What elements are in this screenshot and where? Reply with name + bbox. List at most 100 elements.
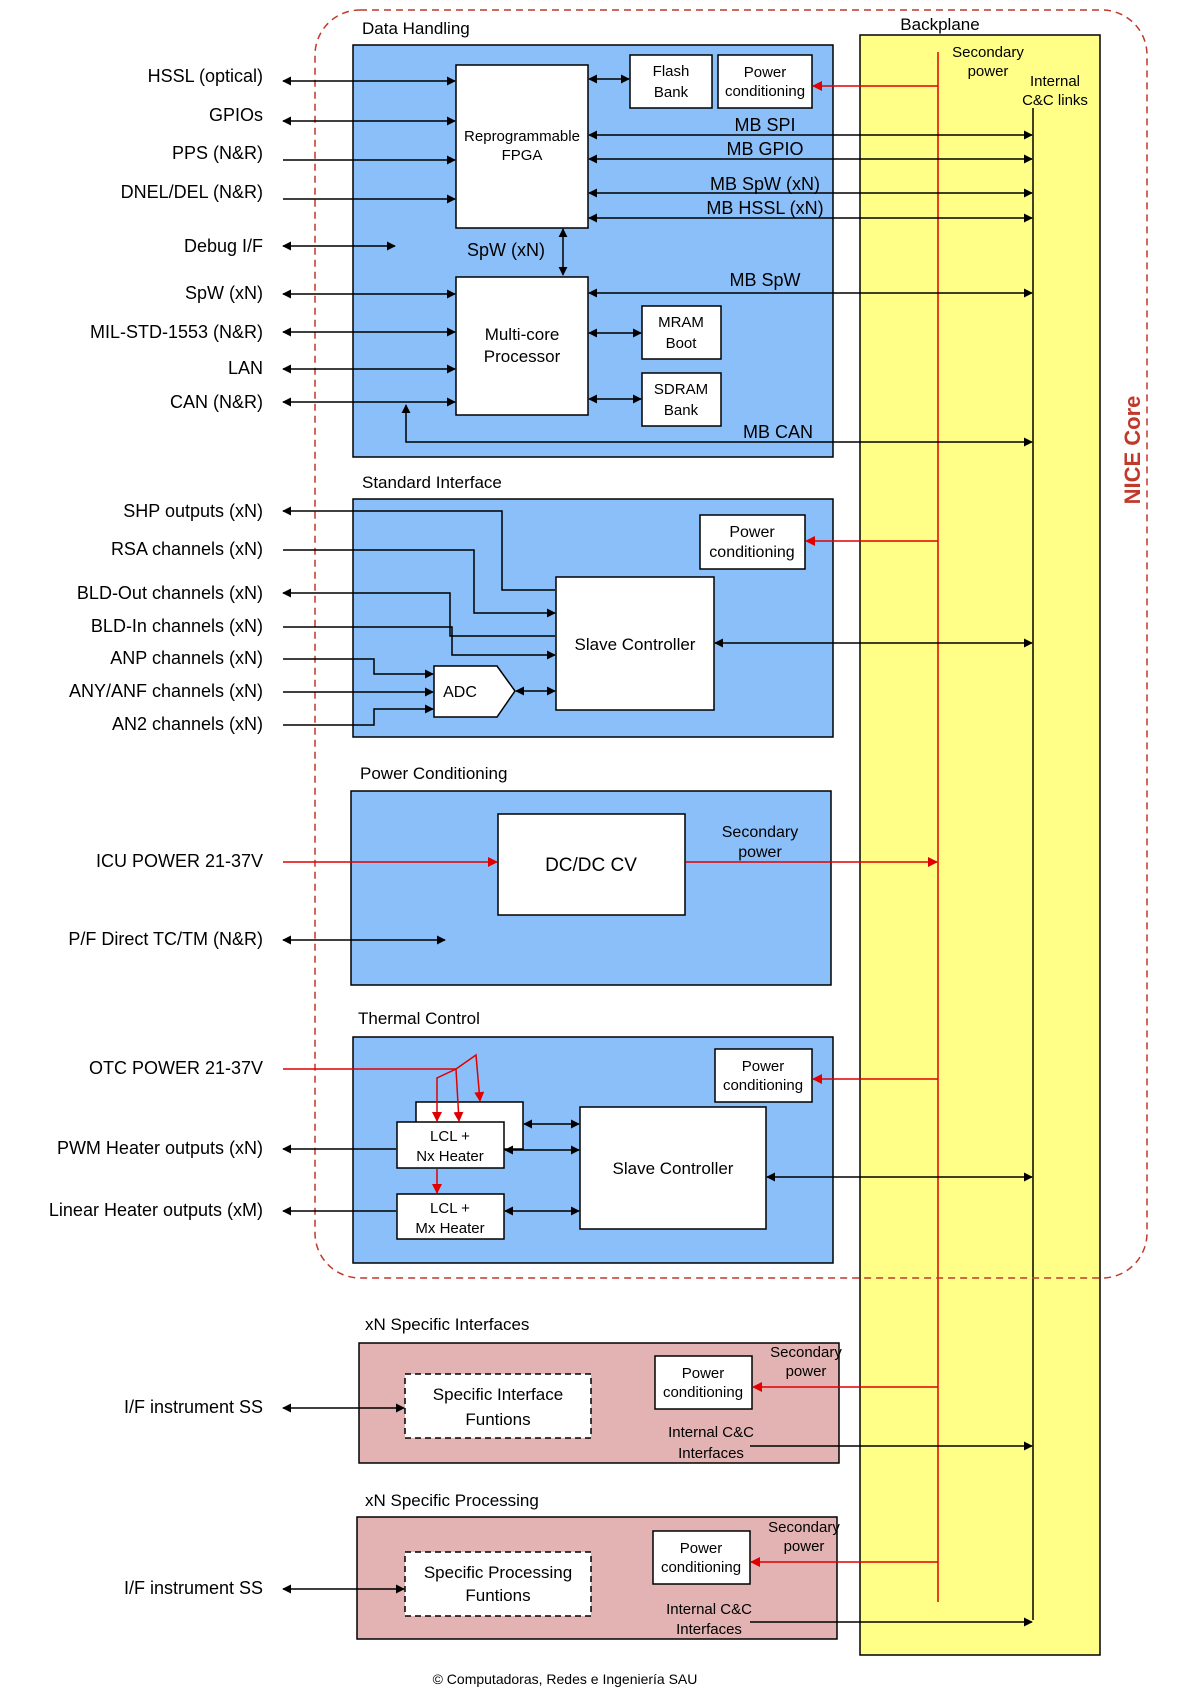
- section-title-specific-processing: xN Specific Processing: [365, 1491, 539, 1510]
- dh-signal-mil-std-1553: MIL-STD-1553 (N&R): [90, 322, 263, 342]
- dh-power-conditioning-box: [717, 54, 813, 109]
- backplane-internal-links-label: Internal: [1030, 73, 1080, 90]
- fpga-label: Reprogrammable: [464, 128, 580, 145]
- backplane-secondary-power-label: Secondary: [952, 44, 1024, 61]
- si-slave-controller-box: [555, 576, 715, 711]
- si-line-rsa: [283, 549, 556, 618]
- si-signal-bld-out: BLD-Out channels (xN): [77, 583, 263, 603]
- nice-core-label: NICE Core: [1120, 396, 1145, 505]
- spr-internal-cc-label: Internal C&C: [666, 1601, 752, 1618]
- dh-signal-spw-xn: SpW (xN): [185, 283, 263, 303]
- flash-bank-box: [629, 54, 713, 109]
- spr-internal-cc-label-2: Interfaces: [676, 1621, 742, 1638]
- adc-label: ADC: [443, 684, 477, 701]
- specific-interface-functions-label-2: Funtions: [465, 1410, 530, 1429]
- red-link-otc-to-lcl-2: [453, 1068, 464, 1122]
- tc-power-conditioning-box: [714, 1048, 813, 1103]
- dh-signal-debug-if: Debug I/F: [184, 236, 263, 256]
- si-power-conditioning-label: Power: [729, 524, 775, 541]
- spr-power-conditioning-label: Power: [680, 1540, 723, 1557]
- panel-data-handling: [352, 44, 834, 458]
- sif-power-conditioning-label-2: conditioning: [663, 1384, 743, 1401]
- lcl-mx-heater-label-2: Mx Heater: [415, 1220, 484, 1237]
- mram-boot-label: MRAM: [658, 314, 704, 331]
- si-line-an2: [283, 704, 434, 726]
- multicore-processor-label: Multi-core: [485, 325, 560, 344]
- pc-signal-pf-direct: P/F Direct TC/TM (N&R): [68, 929, 263, 949]
- multicore-processor-label-2: Processor: [484, 347, 561, 366]
- spr-power-conditioning-label-2: conditioning: [661, 1559, 741, 1576]
- spr-secondary-power-label: Secondary: [768, 1519, 840, 1536]
- sif-secondary-power-label: Secondary: [770, 1344, 842, 1361]
- sdram-bank-label: SDRAM: [654, 381, 708, 398]
- bus-mb-gpio-label: MB GPIO: [726, 139, 803, 159]
- bus-mb-spw-label: MB SpW: [729, 270, 800, 290]
- dh-signal-gpios: GPIOs: [209, 105, 263, 125]
- fpga-label-2: FPGA: [502, 147, 543, 164]
- nice-core-boundary: [314, 9, 1148, 1279]
- section-title-specific-interfaces: xN Specific Interfaces: [365, 1315, 529, 1334]
- flash-bank-label-2: Bank: [654, 84, 689, 101]
- bus-mb-can: [401, 404, 1033, 447]
- spr-secondary-power-label-2: power: [784, 1538, 825, 1555]
- red-link-otc-to-lcl-1: [432, 1068, 457, 1122]
- dh-signal-can: CAN (N&R): [170, 392, 263, 412]
- red-link-otc-to-lcl-3: [455, 1053, 485, 1102]
- tc-signal-otc-power: OTC POWER 21-37V: [89, 1058, 263, 1078]
- bus-mb-spi-label: MB SPI: [734, 115, 795, 135]
- tc-slave-controller-label: Slave Controller: [613, 1159, 734, 1178]
- dh-signal-lan: LAN: [228, 358, 263, 378]
- dh-signal-hssl-optical: HSSL (optical): [148, 66, 263, 86]
- pc-secondary-power-label: Secondary: [722, 824, 799, 841]
- dh-signal-dnel-del: DNEL/DEL (N&R): [121, 182, 263, 202]
- spr-power-conditioning-box: [652, 1530, 751, 1585]
- dcdc-cv-box: [497, 813, 686, 916]
- si-signal-anp: ANP channels (xN): [110, 648, 263, 668]
- si-line-bld-in: [283, 626, 556, 660]
- mram-boot-box: [641, 305, 722, 360]
- si-signal-an2: AN2 channels (xN): [112, 714, 263, 734]
- pc-secondary-power-label-2: power: [738, 844, 782, 861]
- si-power-conditioning-box: [699, 514, 806, 570]
- section-title-power-conditioning: Power Conditioning: [360, 764, 507, 783]
- tc-signal-linear-heater: Linear Heater outputs (xM): [49, 1200, 263, 1220]
- section-title-thermal-control: Thermal Control: [358, 1009, 480, 1028]
- section-title-data-handling: Data Handling: [362, 19, 470, 38]
- pc-signal-icu-power: ICU POWER 21-37V: [96, 851, 263, 871]
- sif-secondary-power-label-2: power: [786, 1363, 827, 1380]
- bus-mb-can-label: MB CAN: [743, 422, 813, 442]
- lcl-nx-heater-box: [396, 1121, 505, 1169]
- si-signal-bld-in: BLD-In channels (xN): [91, 616, 263, 636]
- lcl-nx-heater-label: LCL +: [430, 1128, 470, 1145]
- specific-processing-functions-label-2: Funtions: [465, 1586, 530, 1605]
- si-slave-controller-label: Slave Controller: [575, 635, 696, 654]
- mram-boot-label-2: Boot: [666, 335, 698, 352]
- si-signal-any-anf: ANY/ANF channels (xN): [69, 681, 263, 701]
- backplane-title: Backplane: [900, 15, 979, 34]
- bus-mb-spw-xn-label: MB SpW (xN): [710, 174, 820, 194]
- tc-signal-pwm-heater: PWM Heater outputs (xN): [57, 1138, 263, 1158]
- tc-power-conditioning-label-2: conditioning: [723, 1077, 803, 1094]
- backplane-secondary-power-label-2: power: [968, 63, 1009, 80]
- backplane-internal-links-label-2: C&C links: [1022, 92, 1088, 109]
- specific-interface-functions-label: Specific Interface: [433, 1385, 563, 1404]
- si-signal-rsa: RSA channels (xN): [111, 539, 263, 559]
- tc-slave-controller-box: [579, 1106, 767, 1230]
- flash-bank-label: Flash: [653, 63, 690, 80]
- dh-signal-pps: PPS (N&R): [172, 143, 263, 163]
- dcdc-cv-label: DC/DC CV: [545, 855, 637, 876]
- specific-interface-functions-box: [404, 1373, 592, 1439]
- dh-power-conditioning-label-2: conditioning: [725, 83, 805, 100]
- lcl-mx-heater-box: [396, 1193, 505, 1240]
- copyright-notice: © Computadoras, Redes e Ingeniería SAU: [433, 1671, 698, 1687]
- backplane-bar: [859, 34, 1101, 1656]
- spr-signal-instrument: I/F instrument SS: [124, 1578, 263, 1598]
- sif-power-conditioning-label: Power: [682, 1365, 725, 1382]
- sif-internal-cc-label-2: Interfaces: [678, 1445, 744, 1462]
- sdram-bank-label-2: Bank: [664, 402, 699, 419]
- si-power-conditioning-label-2: conditioning: [709, 544, 794, 561]
- lcl-mx-heater-label: LCL +: [430, 1200, 470, 1217]
- sif-signal-instrument: I/F instrument SS: [124, 1397, 263, 1417]
- spw-xn-label: SpW (xN): [467, 240, 545, 260]
